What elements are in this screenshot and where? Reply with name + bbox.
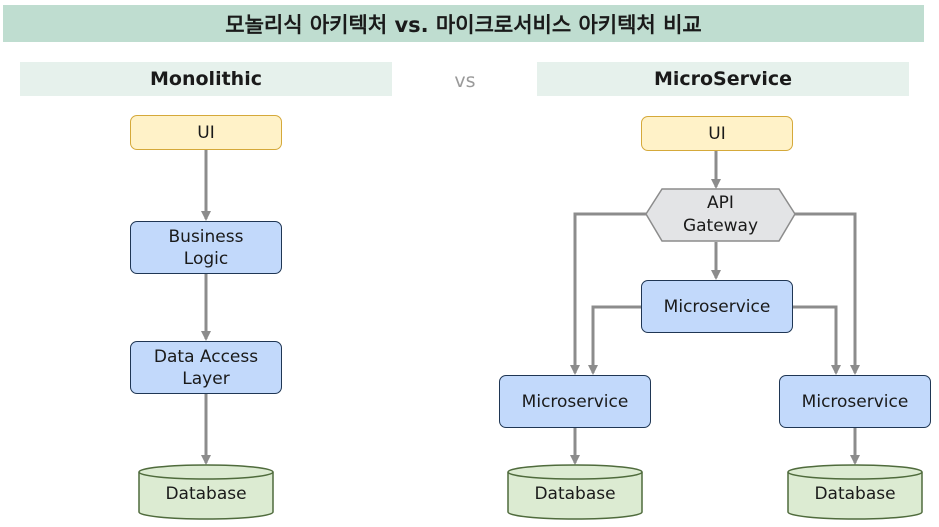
monolithic-database-label: Database — [165, 484, 247, 504]
database-cylinder-left — [507, 464, 643, 520]
right-database-label: Database — [814, 484, 896, 504]
api-gateway-label: API Gateway — [682, 193, 759, 236]
arrow-center-to-left-service — [588, 305, 641, 375]
vs-label: vs — [454, 70, 476, 92]
data-access-layer-box: Data Access Layer — [130, 341, 282, 394]
microservice-ui-box: UI — [641, 116, 793, 151]
monolithic-ui-box: UI — [130, 115, 282, 150]
arrow-gateway-to-left-service — [570, 212, 646, 375]
gateway-hexagon — [645, 188, 796, 242]
left-database-label: Database — [534, 484, 616, 504]
monolithic-header: Monolithic — [20, 62, 392, 96]
database-cylinder-right — [787, 464, 923, 520]
business-logic-box: Business Logic — [130, 221, 282, 274]
left-microservice-box: Microservice — [499, 375, 651, 428]
page-title: 모놀리식 아키텍처 vs. 마이크로서비스 아키텍처 비교 — [3, 5, 924, 42]
database-cylinder-monolithic — [138, 464, 274, 520]
arrow-center-to-right-service — [792, 305, 841, 375]
right-microservice-box: Microservice — [779, 375, 931, 428]
arrow-gateway-to-right-service — [795, 212, 860, 375]
center-microservice-box: Microservice — [641, 280, 793, 333]
microservice-header: MicroService — [537, 62, 909, 96]
